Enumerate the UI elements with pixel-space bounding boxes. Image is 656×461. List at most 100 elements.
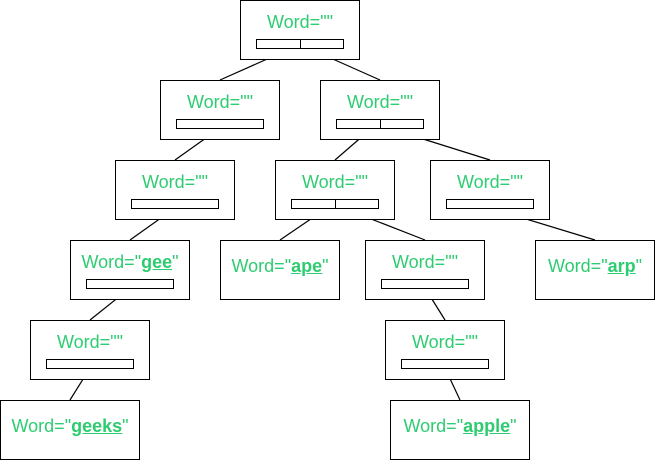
pointer-cell <box>87 280 173 288</box>
pointer-cell <box>299 40 344 48</box>
node-label: Word="" <box>241 12 359 33</box>
word-prefix: Word= <box>187 92 241 112</box>
word-prefix: Word= <box>548 256 602 276</box>
trie-node: Word="geeks" <box>0 400 140 460</box>
close-quote: " <box>322 256 329 276</box>
word-prefix: Word= <box>81 252 135 272</box>
child-pointer-array <box>401 359 489 369</box>
node-label: Word="" <box>366 252 484 273</box>
trie-node: Word="" <box>320 80 440 140</box>
open-quote: " <box>134 252 142 272</box>
word-prefix: Word= <box>302 172 356 192</box>
word-prefix: Word= <box>11 416 65 436</box>
open-quote: " <box>110 332 117 352</box>
trie-node: Word="" <box>30 320 150 380</box>
close-quote: " <box>406 92 413 112</box>
word-prefix: Word= <box>347 92 401 112</box>
node-label: Word="" <box>31 332 149 353</box>
close-quote: " <box>116 332 123 352</box>
word-value: geeks <box>71 416 123 436</box>
word-prefix: Word= <box>142 172 196 192</box>
open-quote: " <box>64 416 72 436</box>
trie-node: Word="" <box>240 0 360 60</box>
node-label: Word="arp" <box>536 256 654 277</box>
pointer-cell <box>257 40 300 48</box>
trie-node: Word="arp" <box>535 240 655 300</box>
child-pointer-array <box>176 119 264 129</box>
pointer-cell <box>177 120 263 128</box>
node-label: Word="" <box>321 92 439 113</box>
open-quote: " <box>320 12 327 32</box>
open-quote: " <box>601 256 608 276</box>
node-label: Word="" <box>431 172 549 193</box>
close-quote: " <box>246 92 253 112</box>
node-label: Word="ape" <box>221 256 339 277</box>
pointer-cell <box>447 200 533 208</box>
trie-node: Word="" <box>160 80 280 140</box>
child-pointer-array <box>46 359 134 369</box>
close-quote: " <box>471 332 478 352</box>
word-value: ape <box>291 256 323 276</box>
trie-node: Word="ape" <box>220 240 340 300</box>
word-prefix: Word= <box>403 416 457 436</box>
child-pointer-array <box>336 119 424 129</box>
pointer-cell <box>47 360 133 368</box>
close-quote: " <box>516 172 523 192</box>
close-quote: " <box>201 172 208 192</box>
close-quote: " <box>361 172 368 192</box>
word-value: gee <box>141 252 173 272</box>
pointer-cell <box>402 360 488 368</box>
pointer-cell <box>382 280 468 288</box>
child-pointer-array <box>256 39 344 49</box>
word-prefix: Word= <box>457 172 511 192</box>
trie-node: Word="" <box>430 160 550 220</box>
trie-node: Word="apple" <box>390 400 530 460</box>
word-prefix: Word= <box>231 256 285 276</box>
open-quote: " <box>445 252 452 272</box>
node-label: Word="" <box>276 172 394 193</box>
child-pointer-array <box>446 199 534 209</box>
node-label: Word="apple" <box>391 416 529 437</box>
pointer-cell <box>337 120 380 128</box>
word-prefix: Word= <box>392 252 446 272</box>
word-prefix: Word= <box>267 12 321 32</box>
close-quote: " <box>326 12 333 32</box>
open-quote: " <box>400 92 407 112</box>
trie-node: Word="" <box>115 160 235 220</box>
node-label: Word="geeks" <box>1 416 139 437</box>
close-quote: " <box>451 252 458 272</box>
word-value: apple <box>463 416 511 436</box>
word-value: arp <box>607 256 636 276</box>
pointer-cell <box>334 200 379 208</box>
pointer-cell <box>132 200 218 208</box>
node-label: Word="" <box>161 92 279 113</box>
close-quote: " <box>510 416 517 436</box>
word-prefix: Word= <box>57 332 111 352</box>
open-quote: " <box>355 172 362 192</box>
open-quote: " <box>465 332 472 352</box>
trie-node: Word="" <box>385 320 505 380</box>
node-label: Word="" <box>386 332 504 353</box>
open-quote: " <box>195 172 202 192</box>
node-label: Word="" <box>116 172 234 193</box>
close-quote: " <box>172 252 179 272</box>
word-prefix: Word= <box>412 332 466 352</box>
child-pointer-array <box>291 199 379 209</box>
open-quote: " <box>240 92 247 112</box>
open-quote: " <box>510 172 517 192</box>
close-quote: " <box>122 416 129 436</box>
close-quote: " <box>635 256 642 276</box>
node-label: Word="gee" <box>71 252 189 273</box>
pointer-cell <box>292 200 335 208</box>
pointer-cell <box>379 120 424 128</box>
open-quote: " <box>284 256 292 276</box>
trie-node: Word="" <box>365 240 485 300</box>
child-pointer-array <box>86 279 174 289</box>
trie-node: Word="" <box>275 160 395 220</box>
trie-node: Word="gee" <box>70 240 190 300</box>
child-pointer-array <box>131 199 219 209</box>
child-pointer-array <box>381 279 469 289</box>
open-quote: " <box>456 416 464 436</box>
